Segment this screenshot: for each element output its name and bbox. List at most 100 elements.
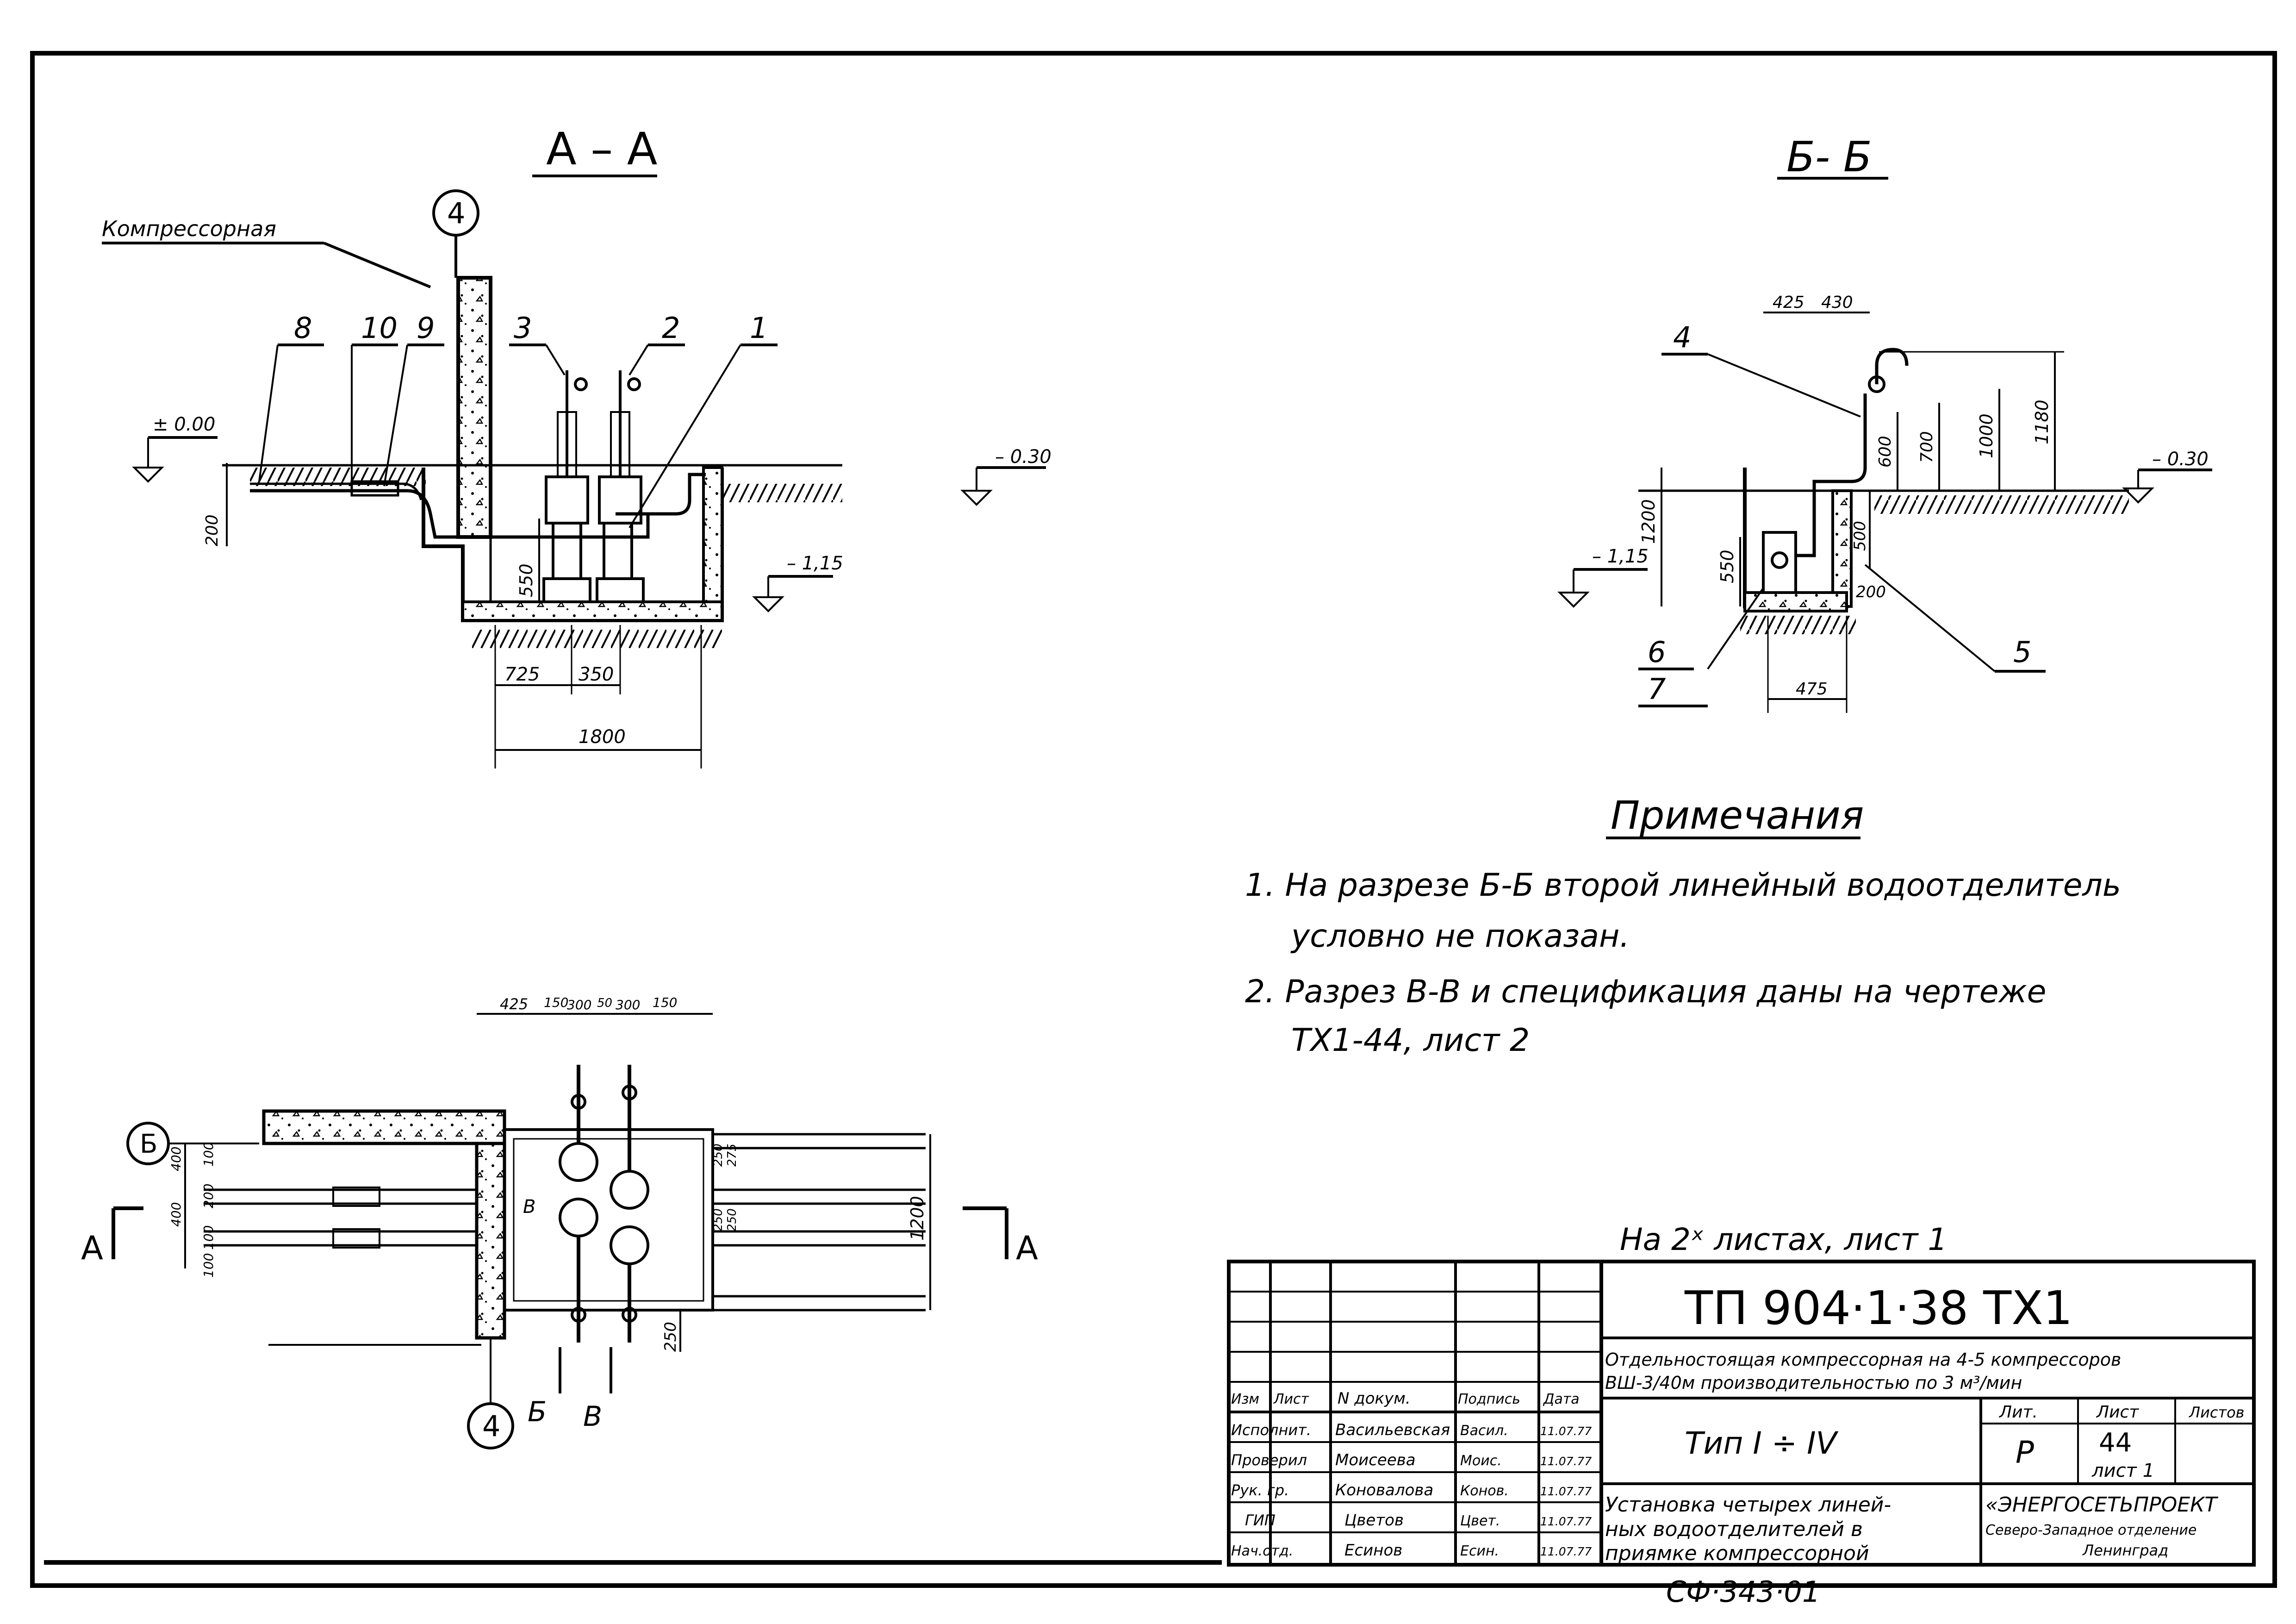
tb-drawing-title-1: Установка четырех линей- [1605, 1493, 1891, 1517]
axis-4-label-plan: 4 [482, 1409, 500, 1443]
plan-sleeve-1 [332, 1187, 380, 1207]
separator-2-base-aa [596, 577, 645, 603]
plan-pit [503, 1128, 714, 1312]
dim-350-aa: 350 [579, 664, 614, 685]
dim-700-bb: 700 [1917, 431, 1936, 463]
callout-2: 2 [662, 311, 680, 345]
valve-3-aa [574, 377, 588, 391]
callout-8-leader [258, 344, 279, 482]
tb-sheet-no: 44 [2099, 1428, 2132, 1458]
plan-pipes [204, 1133, 926, 1312]
separator-1-head-aa [545, 475, 589, 525]
callout-1: 1 [750, 311, 768, 345]
riser-3-pipe-aa [557, 411, 577, 478]
level-0-mark-aa [132, 467, 164, 483]
plan-wall-top [262, 1109, 506, 1145]
callout-5-bb-leader [1864, 564, 1996, 672]
wall-aa [456, 276, 492, 539]
tb-role-4: ГИП [1245, 1512, 1276, 1529]
tb-hdr-list: Лист [1273, 1391, 1310, 1407]
archive-number: СФ·343·01 [1666, 1575, 1820, 1609]
callout-4-bb-leader [1707, 353, 1861, 418]
level-030-mark-aa [960, 490, 993, 506]
pit-concrete-right-aa [702, 466, 723, 603]
plan-wall-vertical [475, 1142, 506, 1340]
separator-2-body-aa [603, 522, 633, 580]
callout-3: 3 [514, 311, 532, 345]
note-2-line-1: 2. Разрез В-В и спецификация даны на чер… [1245, 974, 2047, 1010]
dim-500-bb: 500 [1851, 521, 1869, 551]
plan-cut-v-marker: В [523, 1196, 535, 1218]
tb-org-2: Северо-Западное отделение [1985, 1522, 2196, 1538]
callout-2-leader [628, 344, 649, 376]
axis-4-bubble-plan [467, 1402, 514, 1449]
tb-sign-2: Моис. [1460, 1453, 1502, 1469]
tb-drawing-title-3: приямке компрессорной [1605, 1542, 1869, 1565]
dim-1000-bb: 1000 [1976, 413, 1997, 458]
tb-stage: Р [2016, 1435, 2034, 1470]
plan-ldim-400a: 400 [168, 1147, 184, 1171]
plan-dim-1200: 1200 [907, 1196, 927, 1241]
tb-name-1: Васильевская [1335, 1421, 1450, 1439]
callout-7-bb: 7 [1648, 672, 1666, 706]
tb-hdr-date: Дата [1543, 1391, 1580, 1407]
tb-desc-1: Отдельностоящая компрессорная на 4-5 ком… [1605, 1349, 2121, 1370]
plan-separator-4 [610, 1225, 649, 1265]
tb-sheet-sub: лист 1 [2091, 1460, 2154, 1481]
section-bb: Б- Б 4 5 6 7 – 1,15 – 0.30 425 43 [1557, 133, 2212, 713]
pipe-aa [250, 489, 650, 539]
axis-4-label-aa: 4 [447, 196, 465, 230]
callout-1-leader [628, 344, 741, 529]
plan-valve-4 [622, 1307, 637, 1323]
tb-date-2: 11.07.77 [1540, 1455, 1592, 1468]
tb-date-3: 11.07.77 [1540, 1485, 1592, 1498]
sheet-frame [30, 51, 2277, 1588]
tb-name-4: Цветов [1344, 1511, 1404, 1530]
callout-6-bb: 6 [1648, 635, 1666, 669]
note-2-line-2: ТХ1-44, лист 2 [1291, 1022, 1530, 1059]
dim-475-bb: 475 [1796, 680, 1828, 699]
pipe-sleeve-aa [350, 480, 399, 497]
plan-dim-425: 425 [500, 995, 528, 1013]
separator-1-base-aa [542, 577, 591, 603]
room-label: Компрессорная [102, 216, 276, 241]
pit-concrete-bottom-aa [461, 600, 723, 622]
callout-67-bb-leader [1707, 587, 1764, 670]
dim-725-aa: 725 [504, 664, 540, 685]
pit-bottom-bb [1743, 591, 1848, 612]
earth-right-bb [1874, 495, 2129, 514]
plan-rdim-250c: 250 [725, 1208, 739, 1231]
plan-pit-inner [513, 1138, 704, 1302]
dim-1180-bb: 1180 [2032, 400, 2052, 444]
sheets-note: На 2ˣ листах, лист 1 [1620, 1222, 1947, 1257]
tb-code: ТП 904·1·38 ТХ1 [1684, 1281, 2072, 1335]
tb-date-5: 11.07.77 [1540, 1545, 1592, 1558]
tb-hdr-sheets: Листов [2189, 1404, 2245, 1421]
tb-hdr-doc: N докум. [1338, 1389, 1411, 1408]
plan-ldim-200: 200 [201, 1184, 216, 1208]
tb-sign-1: Васил. [1460, 1423, 1508, 1439]
plan-sleeve-2 [332, 1228, 380, 1249]
tb-name-3: Коновалова [1335, 1481, 1433, 1499]
plan-separator-1 [559, 1142, 598, 1182]
section-aa: А – А Компрессорная 4 [102, 123, 1052, 768]
tb-hdr-sign: Подпись [1458, 1391, 1520, 1407]
callout-9-leader [383, 344, 408, 487]
plan-view: В Б 4 А А Б В 425 150 300 50 300 150 100… [81, 995, 1038, 1449]
dim-600-bb: 600 [1876, 436, 1895, 468]
level-115-aa: – 1,15 [787, 553, 843, 574]
dim-550-aa: 550 [516, 563, 536, 597]
level-115-bb: – 1,15 [1592, 546, 1649, 567]
dim-550-bb: 550 [1717, 550, 1737, 583]
tb-sign-4: Цвет. [1460, 1513, 1500, 1529]
dim-1800-aa: 1800 [579, 726, 626, 748]
room-label-leader [323, 242, 431, 288]
plan-valve-1 [571, 1094, 586, 1110]
separator-bb [1762, 531, 1797, 594]
plan-valve-3 [571, 1307, 586, 1323]
callout-4-bb: 4 [1673, 320, 1691, 354]
dim-1200-bb: 1200 [1638, 499, 1659, 544]
level-030-bb-mark [2122, 487, 2154, 504]
plan-dim-50: 50 [597, 996, 612, 1010]
